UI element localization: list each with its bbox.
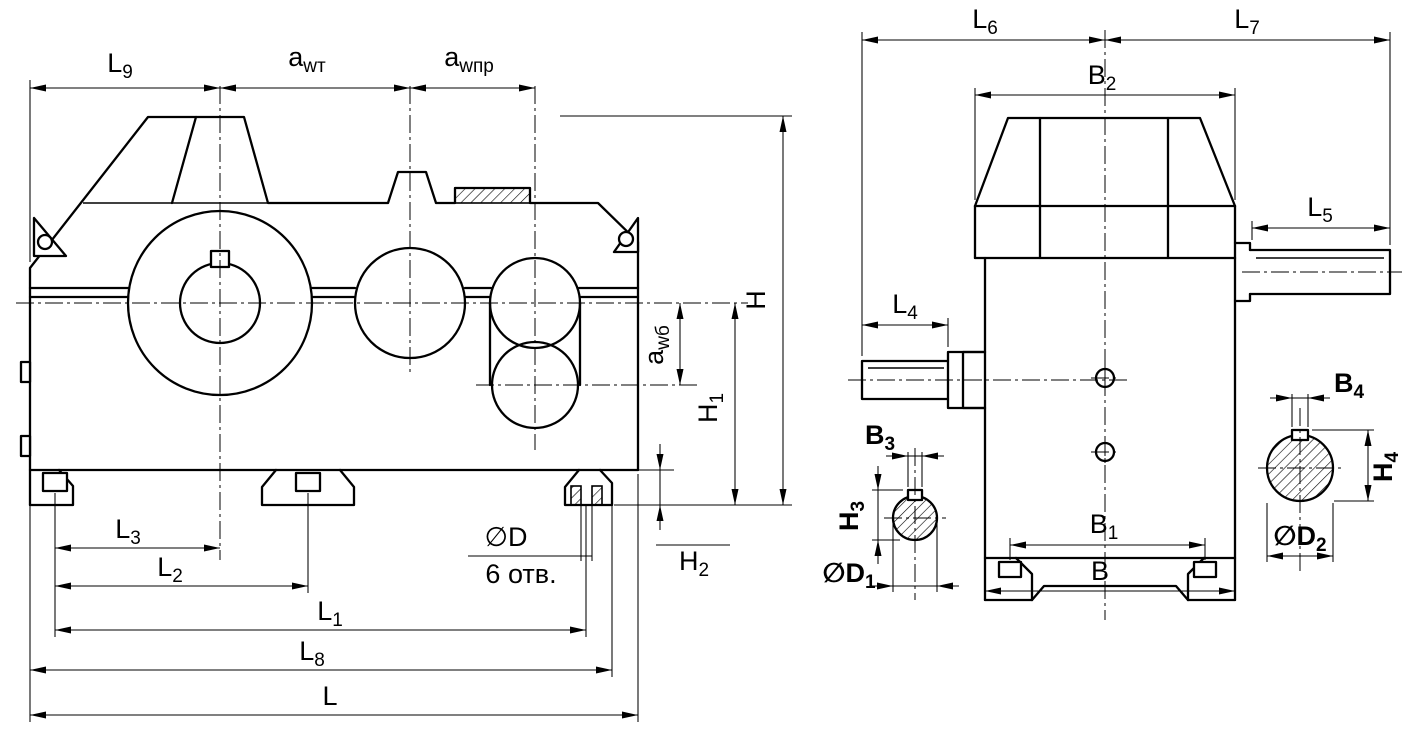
dim-label-D2: ∅D2: [1273, 521, 1326, 556]
front-view: L9 awт awпр H awб H1 H2 ∅D 6 отв. L3 L2 …: [16, 42, 792, 722]
inspection-cap: [454, 187, 531, 204]
side-boss-upper: [19, 360, 32, 384]
dim-label-awt: awт: [288, 42, 326, 77]
side-foot-hole-right: [1192, 560, 1218, 579]
dim-label-L7: L7: [1234, 4, 1260, 39]
front-centerlines: [16, 86, 748, 560]
dim-label-awpr: awпр: [444, 42, 494, 77]
dim-label-H1: H1: [693, 393, 728, 423]
dim-label-L4: L4: [892, 289, 918, 324]
side-boss-lower: [19, 434, 32, 458]
dim-label-B3: B3: [865, 420, 895, 455]
side-foot-hole-left: [997, 560, 1023, 579]
dim-label-D: ∅D: [484, 522, 527, 552]
corner-lugs: [32, 216, 640, 258]
dim-label-holes-count: 6 отв.: [485, 559, 556, 589]
dim-label-B2: B2: [1088, 60, 1117, 95]
foot-hole-section-right: [591, 485, 603, 506]
dim-label-B4: B4: [1334, 368, 1365, 403]
dim-label-H4: H4: [1368, 452, 1403, 483]
dim-label-L6: L6: [972, 4, 998, 39]
side-extension-lines: [861, 32, 1391, 592]
dim-label-L5: L5: [1307, 192, 1333, 227]
dim-label-D1: ∅D1: [822, 558, 876, 593]
dim-label-L3: L3: [115, 514, 141, 549]
dim-label-B1: B1: [1090, 509, 1119, 544]
dim-label-H2: H2: [679, 546, 709, 581]
foot-hole-section-left: [570, 485, 582, 506]
side-dimension-lines: [862, 36, 1390, 595]
side-dimension-labels: L6 L7 B2 L5 L4 B1 B B3 H3 ∅D1 B4 H4 ∅D2: [822, 4, 1403, 593]
dim-label-L: L: [322, 681, 337, 711]
front-dimension-lines: [30, 84, 787, 719]
front-feet: [28, 468, 614, 507]
dim-label-B: B: [1091, 556, 1109, 586]
dim-label-awb: awб: [639, 325, 674, 365]
dim-label-L9: L9: [107, 48, 133, 83]
side-view: L6 L7 B2 L5 L4 B1 B B3 H3 ∅D1 B4 H4 ∅D2: [822, 4, 1403, 620]
front-housing-outline: [19, 115, 640, 507]
foot-hole-middle: [294, 471, 322, 493]
dim-label-H3: H3: [834, 501, 869, 531]
dim-label-H: H: [741, 290, 771, 310]
foot-right: [563, 468, 614, 507]
front-extension-lines: [29, 80, 792, 722]
front-bores: [126, 209, 582, 430]
dim-label-L8: L8: [299, 636, 325, 671]
foot-hole-left: [41, 471, 69, 493]
side-centerlines: [848, 30, 1402, 620]
lug-hole-left-icon: [36, 233, 54, 251]
dim-label-L1: L1: [317, 596, 343, 631]
front-dimension-labels: L9 awт awпр H awб H1 H2 ∅D 6 отв. L3 L2 …: [107, 42, 771, 711]
lug-hole-right-icon: [617, 230, 635, 248]
dim-label-L2: L2: [157, 552, 183, 587]
